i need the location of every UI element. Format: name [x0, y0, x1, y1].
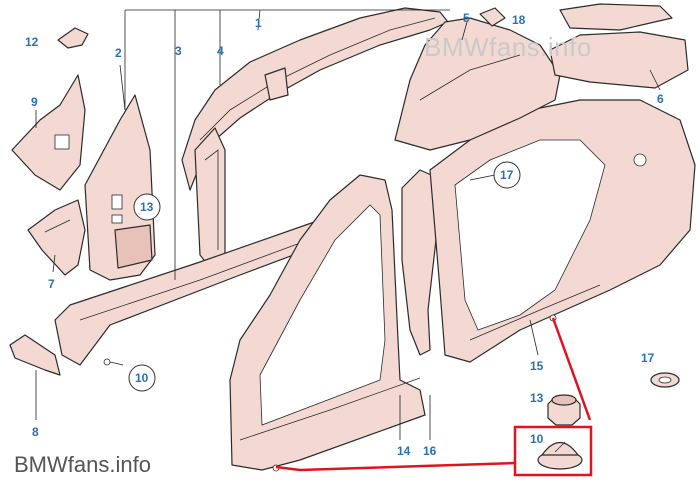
callout-12: 12: [25, 35, 39, 49]
callout-18: 18: [512, 13, 526, 27]
callout-5: 5: [463, 11, 470, 25]
highlight-annotations: [275, 317, 593, 477]
part-13-nut: [547, 394, 581, 426]
callout-15: 15: [530, 359, 544, 373]
part-10-plug: [537, 441, 583, 470]
part-front-inner-panel: [84, 94, 156, 281]
highlight-line-right: [551, 317, 592, 421]
callout-3: 3: [175, 44, 182, 58]
callout-16: 16: [423, 444, 437, 458]
callout-7: 7: [48, 277, 55, 291]
watermark-bottom: BMWfans.info: [14, 452, 151, 477]
highlight-box-part-10: [513, 425, 593, 477]
part-6-upper-bracket: [559, 3, 673, 31]
part-a-pillar: [194, 127, 226, 271]
part-18-clip: [479, 7, 506, 27]
part-9-bracket: [11, 74, 86, 191]
part-7-bracket: [27, 199, 86, 276]
leader-lines: [35, 9, 661, 440]
callout-4: 4: [217, 44, 224, 58]
callout-10-sill: 10: [135, 371, 149, 385]
highlight-line-bottom: [275, 461, 516, 472]
part-17-weatherstrip: [401, 169, 439, 356]
callout-13-panel: 13: [140, 200, 154, 214]
callout-10-plug: 10: [530, 432, 544, 446]
part-8-plate: [9, 334, 61, 376]
part-5-inner-panel: [394, 17, 561, 151]
callout-8: 8: [32, 425, 39, 439]
callout-circle-10: [128, 364, 156, 392]
callout-2: 2: [115, 46, 122, 60]
watermark-top: BMWfans.info: [424, 32, 592, 62]
part-6-rear-panel: [549, 31, 689, 89]
part-roof-frame: [181, 7, 449, 191]
callout-13-nut: 13: [530, 391, 544, 405]
part-17-washer: [650, 372, 680, 388]
callout-17-frame: 17: [500, 168, 514, 182]
callout-14: 14: [397, 444, 411, 458]
callout-6: 6: [657, 92, 664, 106]
part-side-frame-middle: [229, 174, 426, 472]
part-rear-side-frame: [429, 99, 696, 363]
callout-1: 1: [255, 16, 262, 30]
callout-9: 9: [31, 95, 38, 109]
callout-17-washer: 17: [641, 351, 655, 365]
part-13-area: [133, 193, 161, 221]
part-12-clip: [57, 27, 89, 49]
callout-circle-17: [493, 161, 521, 189]
